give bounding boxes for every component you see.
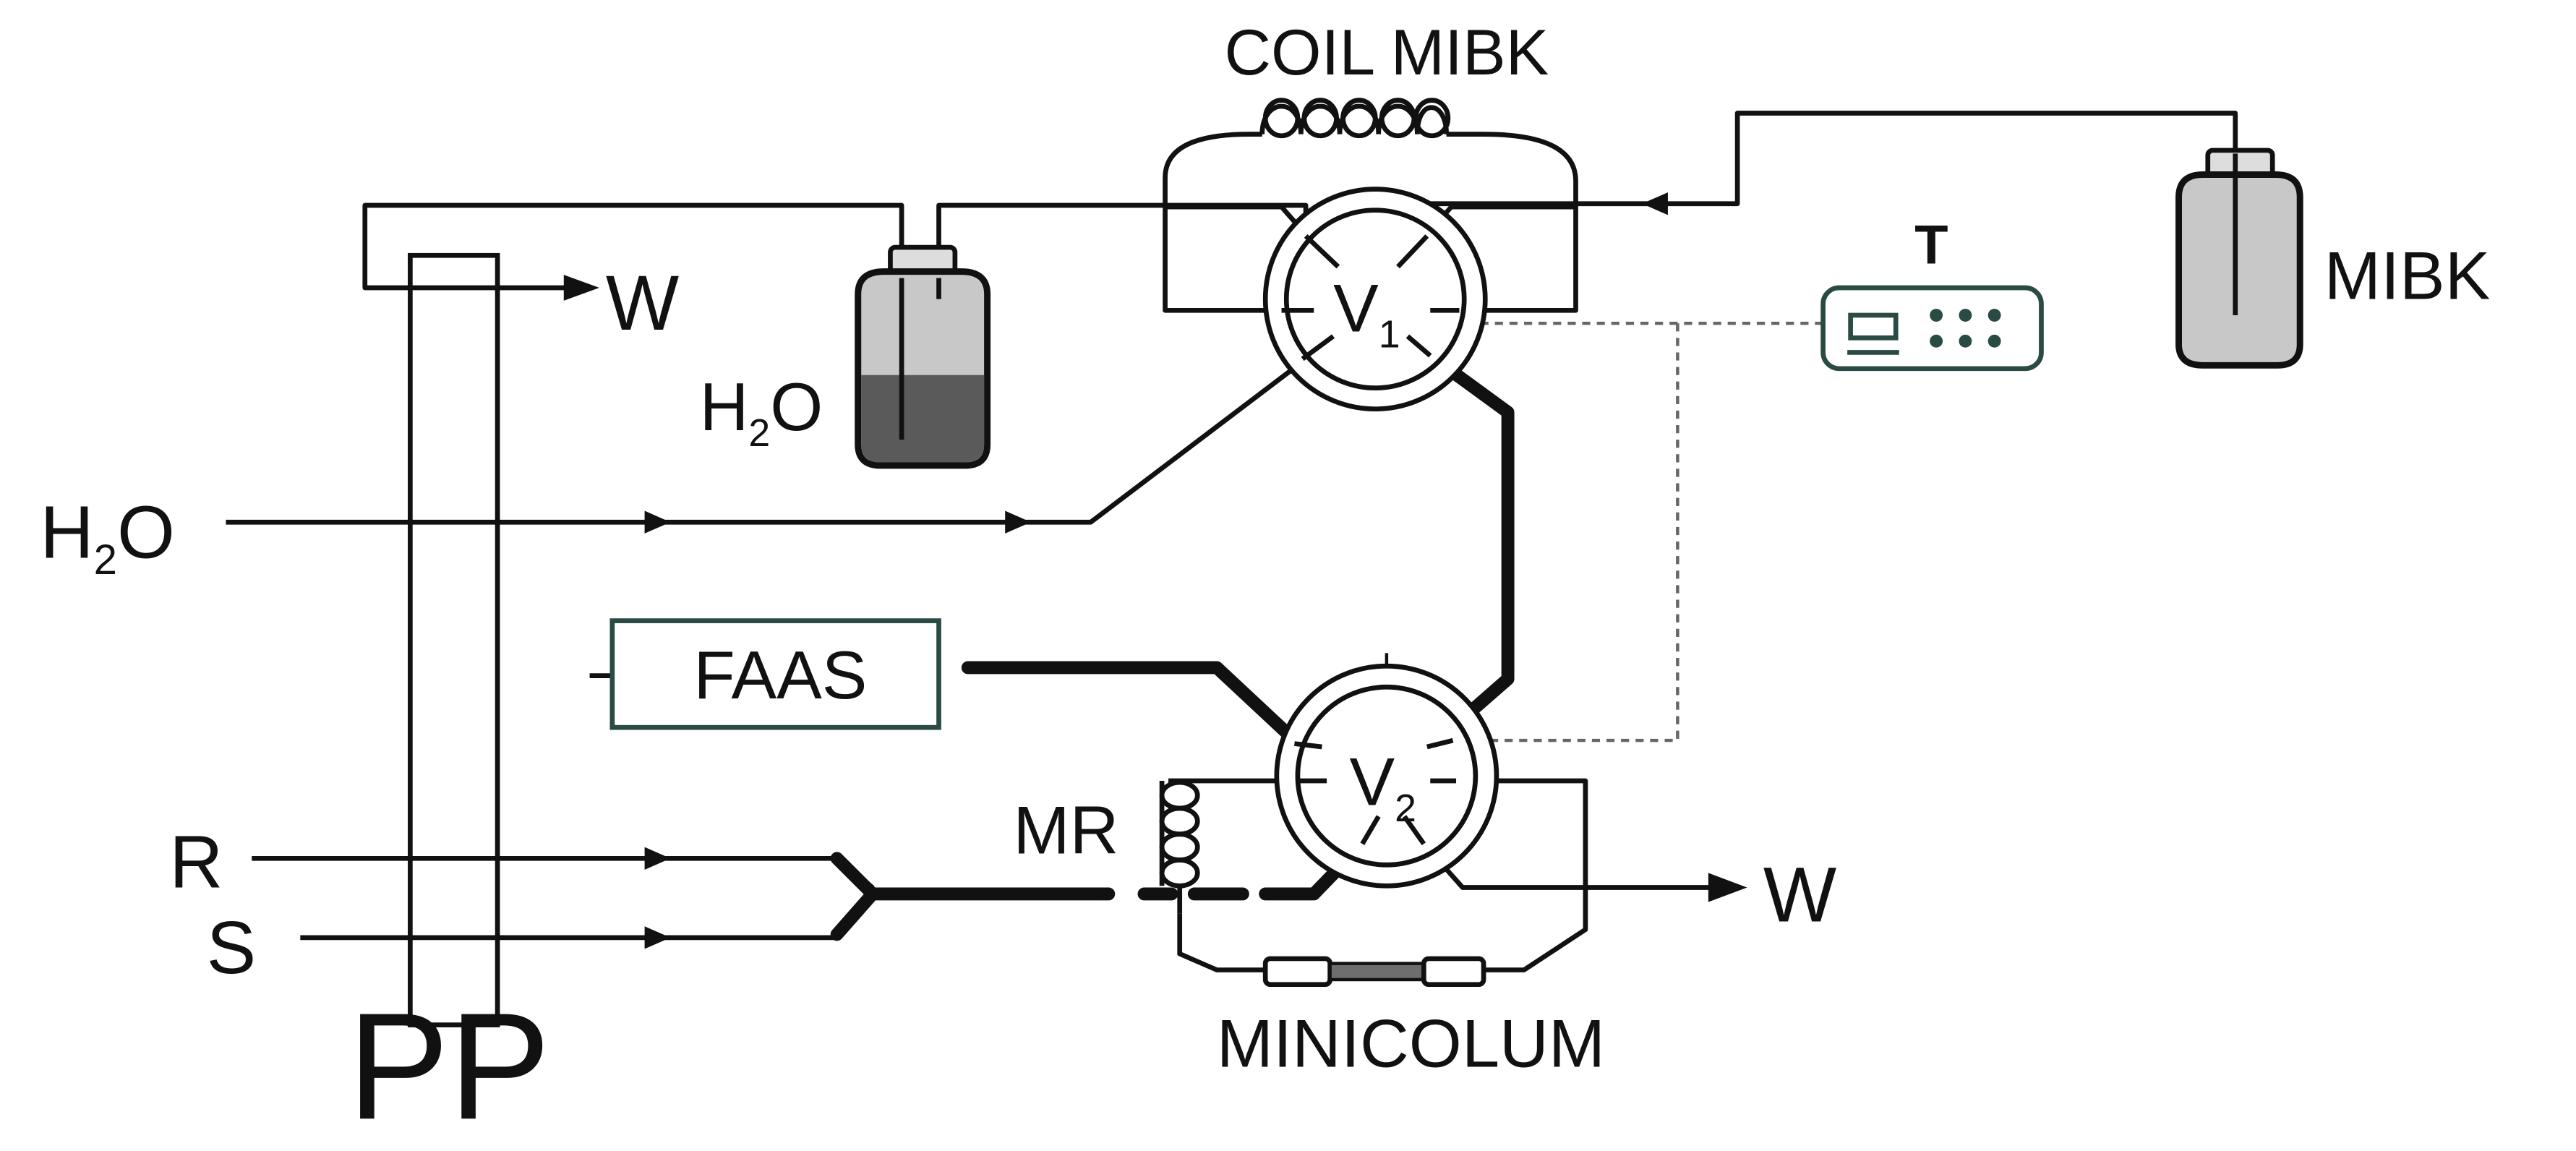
tube-v1-side-left	[1163, 207, 1279, 313]
arrow-sample	[644, 926, 671, 949]
valve-1-label: V1	[1333, 270, 1400, 356]
water-inlet-label: H2O	[40, 490, 175, 583]
sample-label: S	[207, 906, 257, 989]
valve-2[interactable]: V2	[1274, 653, 1499, 889]
tube-sample	[300, 897, 875, 941]
wire-timer-to-v2	[1484, 323, 1679, 743]
water-bottle-icon	[855, 244, 991, 469]
valve-2-label: V2	[1349, 744, 1416, 830]
coil-icon	[1259, 98, 1451, 139]
mibk-bottle-icon	[2175, 147, 2303, 369]
waste-top-label: W	[606, 260, 679, 346]
tube-waste-top	[362, 202, 904, 291]
tube-water-to-v1	[936, 202, 1309, 299]
tubing-thick	[830, 348, 1515, 941]
coil-mibk-label: COIL MIBK	[1224, 16, 1549, 88]
faas-detector[interactable]	[609, 618, 941, 730]
pump-label: PP	[348, 981, 550, 1151]
arrow-water-1	[644, 510, 671, 534]
tube-mr-to-minicolumn	[1177, 913, 1266, 972]
mixing-reactor-label: MR	[1013, 792, 1118, 868]
flow-arrows	[563, 192, 1747, 949]
tube-v1-side-right	[1459, 207, 1578, 313]
tube-v2-right	[1456, 778, 1588, 972]
arrow-mibk	[1642, 192, 1668, 215]
minicolumn-icon	[1262, 956, 1486, 988]
tube-v1-to-v2	[1424, 348, 1515, 743]
water-bottle-label: H2O	[700, 369, 823, 455]
control-wires	[1484, 321, 1823, 743]
tube-fork-upper	[830, 852, 879, 901]
minicolumn-label: MINICOLUM	[1217, 1006, 1605, 1082]
arrow-water-2	[1005, 510, 1031, 534]
tube-reagent	[252, 855, 874, 890]
arrow-waste-top	[563, 275, 599, 301]
tube-coil-loop	[1163, 132, 1578, 236]
mixing-reactor-coil-icon	[1159, 779, 1200, 914]
timer-icon	[1820, 285, 2044, 372]
tube-fork-lower	[830, 887, 879, 941]
peristaltic-pump[interactable]	[408, 252, 500, 1027]
tube-water-inlet	[226, 363, 1299, 525]
reagent-label: R	[169, 821, 223, 904]
waste-right-label: W	[1763, 851, 1836, 938]
tube-v2-to-faas	[961, 661, 1296, 743]
arrow-reagent	[644, 847, 671, 870]
mibk-bottle-label: MIBK	[2324, 238, 2491, 314]
valve-1[interactable]: V1	[1262, 187, 1488, 412]
arrow-waste-right	[1708, 873, 1747, 902]
timer-label: T	[1914, 214, 1948, 275]
faas-label: FAAS	[693, 637, 867, 713]
